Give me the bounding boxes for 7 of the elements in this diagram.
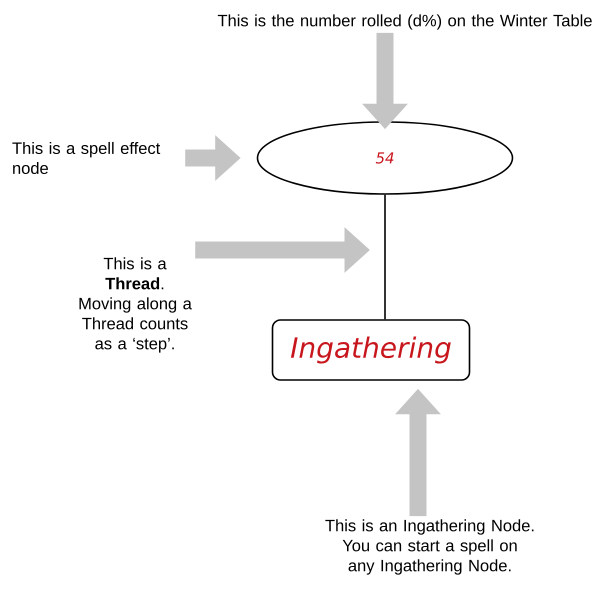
thread-line	[384, 194, 386, 320]
annotation-text: This is the number rolled (d%) on the Winter Table	[218, 14, 592, 30]
ellipse-node: 54	[256, 121, 514, 195]
node-box: Ingathering	[272, 319, 470, 381]
annotation-text: This is a Thread. Moving along a Thread counts as a ‘step’.	[79, 257, 192, 353]
annotation-text: This is an Ingathering Node. You can start a spell on any Ingathering Node.	[325, 519, 534, 575]
annotation-text: This is a spell effect node	[12, 142, 160, 174]
